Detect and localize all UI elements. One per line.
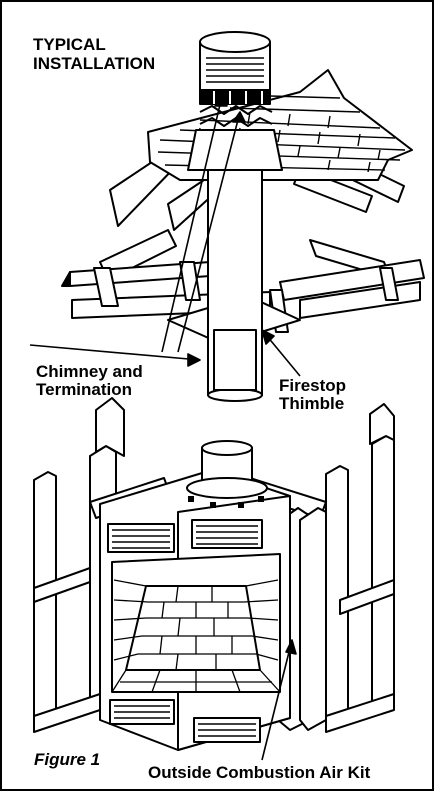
chimney-termination-label: Chimney and Termination xyxy=(36,363,143,399)
outside-combustion-air-kit-label: Outside Combustion Air Kit xyxy=(148,763,371,782)
title-line-1: TYPICAL xyxy=(33,35,106,54)
firestop-label-line-2: Thimble xyxy=(279,394,345,413)
diagram-title: TYPICAL INSTALLATION xyxy=(33,35,155,73)
chimney-label-line-1: Chimney and xyxy=(36,362,143,381)
chimney-pipe xyxy=(187,31,283,402)
bottom-louvers xyxy=(109,699,261,743)
leader-lines xyxy=(29,95,301,377)
fireplace-unit xyxy=(99,440,291,751)
chimney-label-line-2: Termination xyxy=(36,380,133,399)
firestop-thimble-label: Firestop Thimble xyxy=(279,377,346,413)
top-louvers xyxy=(107,519,263,553)
figure-number: Figure 1 xyxy=(34,750,101,769)
title-line-2: INSTALLATION xyxy=(33,54,156,73)
firestop-label-line-1: Firestop xyxy=(279,376,347,395)
